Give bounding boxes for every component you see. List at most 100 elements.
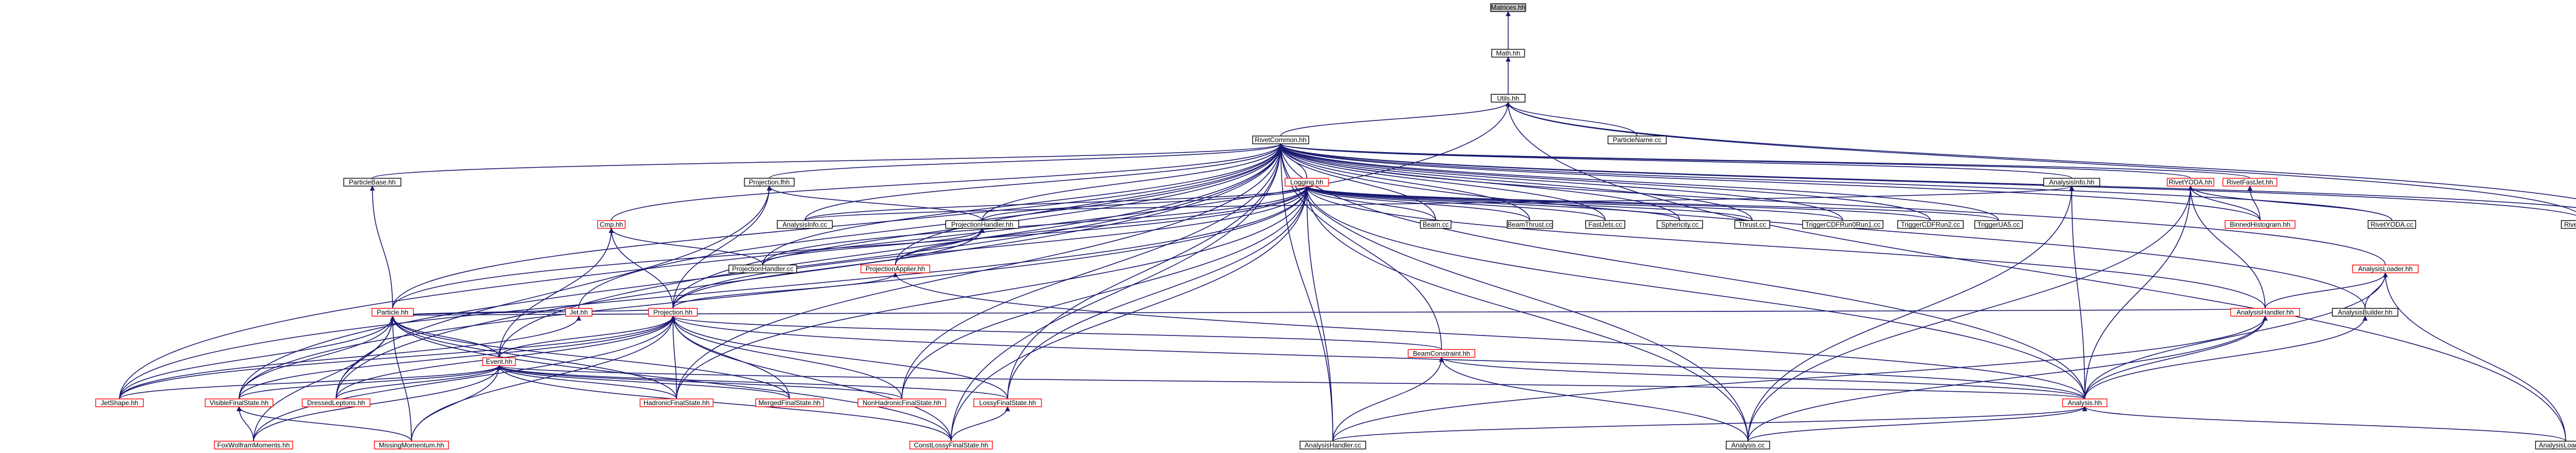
node-analysisinfocc[interactable]: AnalysisInfo.cc bbox=[777, 220, 833, 229]
node-rivetcommon[interactable]: RivetCommon.hh bbox=[1252, 135, 1309, 144]
node-box bbox=[2535, 441, 2576, 450]
node-rivetfastjet[interactable]: RivetFastJet.hh bbox=[2222, 178, 2277, 187]
node-projectionhh[interactable]: Projection.hh bbox=[648, 308, 698, 317]
node-label: Projection.fhh bbox=[749, 178, 790, 186]
edge-triggerua5-to-rivetcommon bbox=[1278, 143, 1999, 221]
node-thrust[interactable]: Thrust.cc bbox=[1734, 220, 1770, 229]
edge-dressedleptons-to-eventhh bbox=[335, 365, 502, 400]
node-beamthrust[interactable]: BeamThrust.cc bbox=[1507, 220, 1554, 229]
edge-analysishandlercc-to-logging bbox=[1304, 186, 1333, 441]
node-analysisbuilder[interactable]: AnalysisBuilder.hh bbox=[2331, 308, 2399, 317]
node-analysishandlerhh[interactable]: AnalysisHandler.hh bbox=[2230, 308, 2300, 317]
node-nonhadronicfs[interactable]: NonHadronicFinalState.hh bbox=[858, 398, 947, 407]
node-sphericity[interactable]: Sphericity.cc bbox=[1657, 220, 1703, 229]
edge-particlebase-to-rivetcommon bbox=[372, 143, 1283, 179]
edge-constlossyfs-to-lossyfs bbox=[951, 406, 1010, 441]
node-box bbox=[2230, 308, 2300, 317]
node-mergedfs[interactable]: MergedFinalState.hh bbox=[755, 398, 824, 407]
node-projectionhandlercc[interactable]: ProjectionHandler.cc bbox=[728, 264, 797, 274]
node-label: Sphericity.cc bbox=[1661, 221, 1698, 228]
edge-analysishh-to-analysisbuilder bbox=[2084, 315, 2368, 399]
node-box bbox=[1491, 48, 1525, 58]
node-triggerua5[interactable]: TriggerUA5.cc bbox=[1974, 220, 2023, 229]
edge-rivetpaths-to-utils bbox=[1506, 101, 2576, 213]
node-projectionfwd[interactable]: Projection.fhh bbox=[744, 178, 795, 187]
node-projectionhandlerhh[interactable]: ProjectionHandler.hh bbox=[945, 220, 1020, 229]
node-utils[interactable]: Utils.hh bbox=[1491, 94, 1526, 103]
node-lossyfs[interactable]: LossyFinalState.hh bbox=[973, 398, 1042, 407]
node-logging[interactable]: Logging.hh bbox=[1284, 178, 1329, 187]
node-label: ProjectionApplier.hh bbox=[865, 265, 925, 273]
edge-analysisinfohh-to-rivetcommon bbox=[1278, 143, 2072, 179]
edge-binnedhisto-to-rivetfastjet bbox=[2247, 186, 2261, 221]
node-box bbox=[2224, 220, 2296, 229]
node-label: ParticleName.cc bbox=[1613, 136, 1661, 144]
node-box bbox=[1726, 441, 1770, 450]
node-analysishandlercc[interactable]: AnalysisHandler.cc bbox=[1299, 441, 1366, 450]
node-rivetyodacc[interactable]: RivetYODA.cc bbox=[2368, 220, 2417, 229]
node-box bbox=[2222, 178, 2277, 187]
node-hadronicfs[interactable]: HadronicFinalState.hh bbox=[640, 398, 714, 407]
edge-constlossyfs-to-projectionhh bbox=[670, 315, 952, 441]
node-matrices[interactable]: Matrices.hh bbox=[1490, 3, 1526, 12]
node-constlossyfs[interactable]: ConstLossyFinalState.hh bbox=[909, 441, 993, 450]
edge-nonhadronicfs-to-logging bbox=[901, 186, 1309, 399]
node-analysiscc[interactable]: Analysis.cc bbox=[1726, 441, 1770, 450]
node-label: HadronicFinalState.hh bbox=[644, 399, 710, 407]
node-box bbox=[640, 398, 714, 407]
edge-sphericity-to-logging bbox=[1304, 186, 1681, 221]
node-label: TriggerUA5.cc bbox=[1978, 221, 2020, 228]
node-binnedhisto[interactable]: BinnedHistogram.hh bbox=[2224, 220, 2296, 229]
node-box bbox=[565, 308, 593, 317]
node-label: BinnedHistogram.hh bbox=[2230, 221, 2291, 228]
node-rivetpaths[interactable]: RivetPaths.cc bbox=[2560, 220, 2576, 229]
edge-analysisinfocc-to-logging bbox=[804, 186, 1309, 221]
node-analysisloadercc[interactable]: AnalysisLoader.cc bbox=[2535, 441, 2576, 450]
node-particlebase[interactable]: ParticleBase.hh bbox=[343, 178, 402, 187]
node-beamconstraint[interactable]: BeamConstraint.hh bbox=[1408, 349, 1476, 358]
node-trigcdf1[interactable]: TriggerCDFRun0Run1.cc bbox=[1802, 220, 1884, 229]
node-box bbox=[860, 264, 931, 274]
edge-nonhadronicfs-to-eventhh bbox=[496, 365, 903, 400]
edge-analysisloadercc-to-analysisloaderhh bbox=[2383, 272, 2567, 441]
node-analysisloaderhh[interactable]: AnalysisLoader.hh bbox=[2352, 264, 2419, 274]
edge-jetshape-to-logging bbox=[119, 186, 1309, 399]
edge-analysishh-to-analysisinfohh bbox=[2069, 186, 2086, 399]
node-label: Logging.hh bbox=[1291, 178, 1323, 186]
node-box bbox=[301, 398, 371, 407]
edge-analysishh-to-logging bbox=[1304, 186, 2086, 399]
node-analysisinfohh[interactable]: AnalysisInfo.hh bbox=[2043, 178, 2100, 187]
node-math[interactable]: Math.hh bbox=[1491, 48, 1525, 58]
node-visiblefs[interactable]: VisibleFinalState.hh bbox=[204, 398, 274, 407]
node-label: Analysis.cc bbox=[1731, 441, 1765, 449]
node-eventhh[interactable]: Event.hh bbox=[482, 357, 516, 366]
node-missingmomentum[interactable]: MissingMomentum.hh bbox=[374, 441, 449, 450]
node-box bbox=[1284, 178, 1329, 187]
node-jetshape[interactable]: JetShape.hh bbox=[95, 398, 144, 407]
edge-beam-to-rivetcommon bbox=[1278, 143, 1436, 221]
node-label: RivetYODA.cc bbox=[2370, 221, 2413, 228]
node-label: MergedFinalState.hh bbox=[758, 399, 820, 407]
node-projectionapplier[interactable]: ProjectionApplier.hh bbox=[860, 264, 931, 274]
node-box bbox=[744, 178, 795, 187]
node-particlename[interactable]: ParticleName.cc bbox=[1608, 135, 1667, 144]
node-rivetyodahh[interactable]: RivetYODA.hh bbox=[2166, 178, 2214, 187]
node-fastjets[interactable]: FastJets.cc bbox=[1585, 220, 1625, 229]
node-jethh[interactable]: Jet.hh bbox=[565, 308, 593, 317]
edge-analysiscc-to-rivetyodahh bbox=[1747, 186, 2193, 441]
node-label: RivetPaths.cc bbox=[2564, 221, 2576, 228]
node-dressedleptons[interactable]: DressedLeptons.hh bbox=[301, 398, 371, 407]
node-beam[interactable]: Beam.cc bbox=[1420, 220, 1452, 229]
node-particlehh[interactable]: Particle.hh bbox=[371, 308, 414, 317]
edge-analysisinfocc-to-rivetcommon bbox=[804, 143, 1283, 221]
node-label: RivetYODA.hh bbox=[2169, 178, 2212, 186]
node-foxwolfram[interactable]: FoxWolframMoments.hh bbox=[214, 441, 293, 450]
node-analysishh[interactable]: Analysis.hh bbox=[2062, 398, 2107, 407]
node-cmp[interactable]: Cmp.hh bbox=[597, 220, 626, 229]
node-box bbox=[2166, 178, 2214, 187]
node-box bbox=[1897, 220, 1964, 229]
edge-lossyfs-to-projectionhh bbox=[670, 315, 1009, 399]
node-trigcdf2[interactable]: TriggerCDFRun2.cc bbox=[1897, 220, 1964, 229]
node-label: LossyFinalState.hh bbox=[979, 399, 1036, 407]
